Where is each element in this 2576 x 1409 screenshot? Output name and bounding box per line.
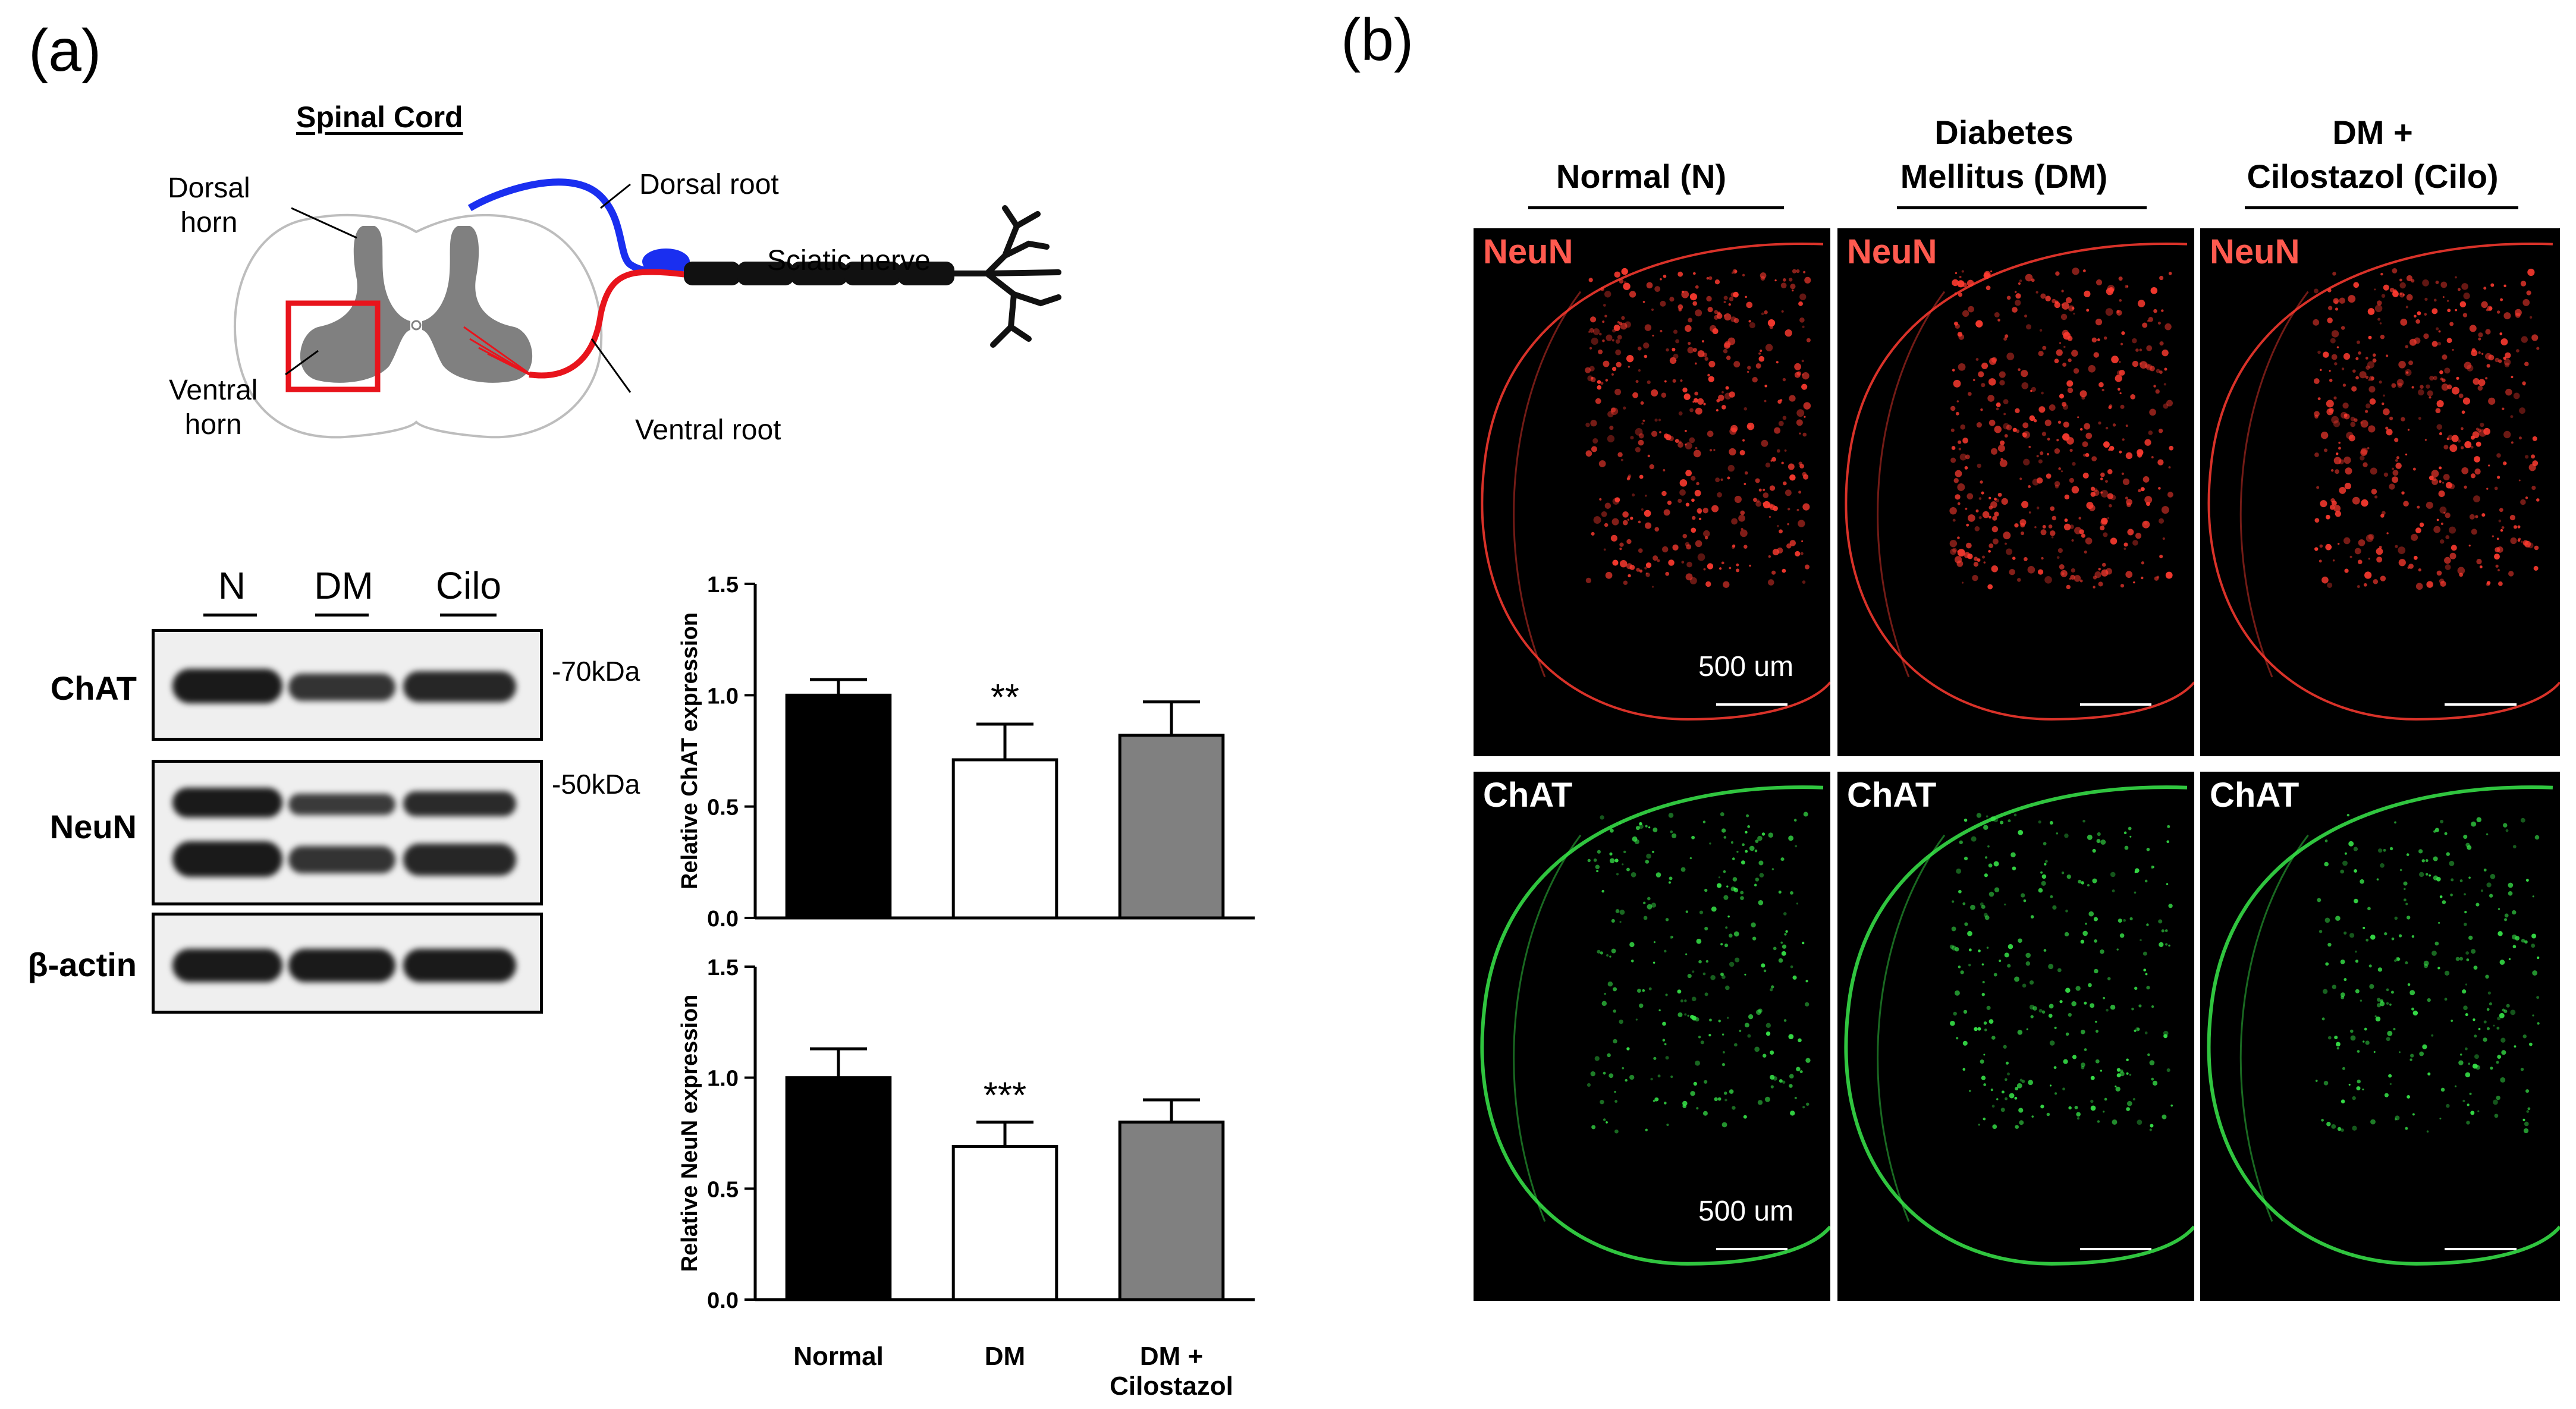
dorsal-horn-label: Dorsal horn [168,172,250,238]
y-tick-label: 0.0 [707,907,739,932]
category-label: Normal [793,1342,884,1371]
lane-underline [440,614,497,617]
significance-marker: *** [984,1075,1026,1116]
column-underline [2245,206,2518,209]
column-underline [1897,206,2147,209]
y-axis-label: Relative ChAT expression [677,612,702,889]
stain-label: ChAT [2210,776,2299,814]
dorsal-root-label: Dorsal root [639,169,779,200]
marker-70kda: -70kDa [552,656,640,687]
bar [951,1144,1058,1301]
scale-bar [2445,703,2517,706]
scale-bar [2080,1248,2151,1250]
cord-outline [233,213,603,439]
central-canal [411,320,422,331]
nerve-terminal-branches [951,205,1061,348]
scale-bar [2080,703,2151,706]
lane-underline [315,614,369,617]
sciatic-nerve-label: Sciatic nerve [767,245,931,276]
grey-matter-right [422,226,533,383]
bar [785,693,892,920]
blot-row-label: β-actin [27,946,137,983]
neun-micrograph: NeuN [2200,228,2560,756]
scale-bar [1716,1248,1788,1250]
scale-bar [1716,703,1788,706]
dorsal-root-ganglion [642,249,690,275]
marker-50kda: -50kDa [552,769,640,800]
lane-label: DM [314,564,373,607]
stain-label: ChAT [1483,776,1573,814]
panel-b-label: (b) [1341,7,1414,73]
tissue-section [1844,785,2194,1266]
lane-label: N [218,564,246,607]
column-header-dm: Diabetes Mellitus (DM) [1900,114,2108,195]
diagram-title: Spinal Cord [296,100,463,134]
tissue-section [1845,243,2194,721]
ventral-root-label: Ventral root [635,414,781,446]
y-tick-label: 0.5 [707,1177,739,1202]
y-axis-label: Relative NeuN expression [677,995,702,1272]
ventral-horn-highlight [285,300,381,392]
ventral-root [529,269,696,379]
ventral-rootlets [463,326,536,379]
blot-row-label: ChAT [50,669,137,707]
y-tick-label: 1.5 [707,573,739,597]
scale-label: 500 um [1698,1196,1794,1227]
stain-label: ChAT [1847,776,1937,814]
chat-micrograph: ChAT [1837,772,2194,1301]
tissue-section [2207,785,2560,1266]
bar [951,758,1058,920]
tissue-section [2207,243,2560,721]
y-tick-label: 1.0 [707,684,739,709]
blot-chat [152,629,543,741]
category-label: DM [985,1342,1025,1371]
sciatic-nerve-segments [684,262,954,285]
y-tick-label: 1.5 [707,955,739,980]
stain-label: NeuN [1847,232,1937,271]
column-header-normal: Normal (N) [1556,158,1727,195]
y-tick-label: 1.0 [707,1067,739,1092]
lane-label: Cilo [435,564,502,607]
scale-label: 500 um [1698,651,1794,683]
panel-a-label: (a) [29,17,102,84]
chat-micrograph: ChAT [2200,772,2560,1301]
y-tick-label: 0.5 [707,795,739,820]
column-header-cilo: DM + Cilostazol (Cilo) [2247,114,2499,195]
blot-row-label: NeuN [49,808,137,845]
scale-bar [2445,1248,2517,1250]
category-label: Cilostazol [1110,1372,1233,1401]
stain-label: NeuN [2210,232,2300,271]
chat-micrograph: ChAT 500 um [1474,772,1830,1301]
tissue-section [1480,785,1830,1266]
bar [785,1076,892,1301]
category-label: DM + [1140,1342,1203,1371]
tissue-section [1481,243,1830,721]
bar [1118,1120,1225,1301]
neun-micrograph: NeuN [1837,228,2194,756]
stain-label: NeuN [1483,232,1573,271]
spinal-cord-diagram [233,178,1061,439]
neun-micrograph: NeuN 500 um [1474,228,1830,756]
lane-underline [203,614,257,617]
blot-neun [152,760,543,905]
ventral-horn-label: Ventral horn [169,375,258,441]
bar [1118,734,1225,920]
column-underline [1528,206,1784,209]
blot-beta-actin [152,913,543,1014]
significance-marker: ** [991,677,1019,718]
y-tick-label: 0.0 [707,1288,739,1313]
